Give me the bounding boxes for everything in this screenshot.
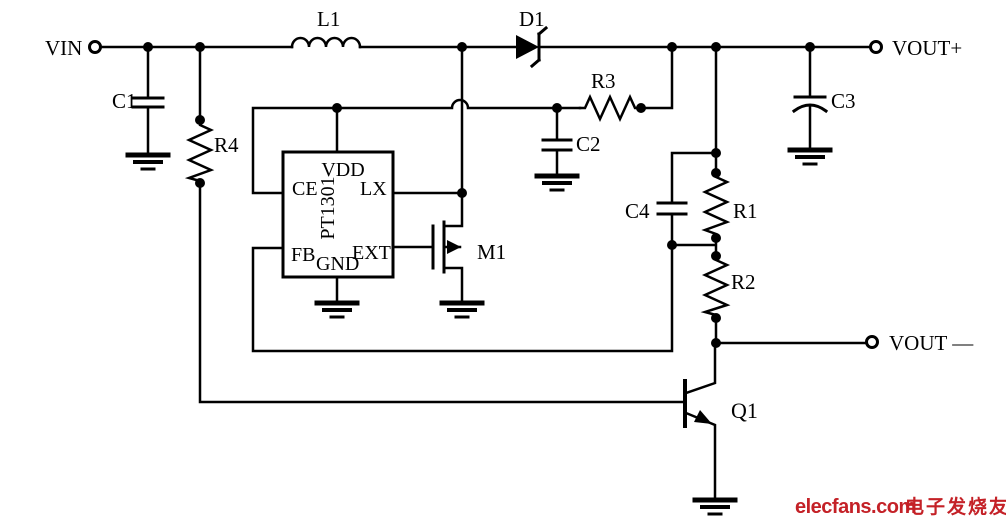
- wire-r4-branch: [198, 45, 685, 404]
- capacitor-plates: [656, 201, 688, 216]
- ic-part-number: PT1301: [317, 176, 339, 239]
- inductor-l1: [290, 36, 362, 49]
- label-r2: R2: [731, 270, 756, 294]
- watermark-brand: elecfans.com: [795, 496, 916, 518]
- label-c3: C3: [831, 89, 856, 113]
- ic-pin-label-lx: LX: [360, 178, 387, 200]
- label-c2: C2: [576, 132, 601, 156]
- resistor-zigzag: [184, 119, 215, 185]
- capacitor-plate-curved: [791, 103, 829, 114]
- mosfet-source: [442, 266, 464, 303]
- ground-c3: [787, 147, 833, 166]
- ic-pin-label-ce: CE: [292, 178, 318, 200]
- ic-pin-label-gnd: GND: [316, 253, 359, 275]
- wire-ce-vdd-rail: [251, 45, 674, 195]
- capacitor-c2: [541, 138, 573, 152]
- label-q1: Q1: [731, 398, 758, 423]
- label-c1: C1: [112, 89, 137, 113]
- vin-terminal: [88, 40, 102, 54]
- ground-ic: [314, 300, 360, 319]
- diode-cathode-bar: [529, 25, 549, 69]
- resistor-r1: [701, 171, 731, 240]
- capacitor-c1: [131, 96, 165, 109]
- junction-dots: [143, 42, 815, 348]
- ground-m1: [439, 300, 485, 319]
- ground-c2: [534, 173, 580, 192]
- transistor-emitter: [684, 411, 717, 500]
- vout-minus-terminal: [865, 335, 879, 349]
- label-vin: VIN: [45, 36, 82, 60]
- watermark-chinese: 电子发烧友: [905, 495, 1006, 518]
- label-d1: D1: [519, 7, 545, 31]
- watermark: elecfans.com 电子发烧友: [795, 495, 1006, 518]
- resistor-zigzag: [578, 93, 642, 123]
- capacitor-c3: [791, 95, 829, 114]
- transistor-emitter-arrow: [694, 410, 712, 424]
- ic-pt1301: VDD CE LX FB GND EXT PT1301: [281, 150, 395, 279]
- mosfet-drain: [442, 191, 464, 228]
- wire-fb-loop: [251, 243, 674, 353]
- ground-q1: [692, 497, 738, 516]
- ic-body: [281, 150, 395, 279]
- label-c4: C4: [625, 199, 650, 223]
- resistor-r3: [578, 93, 642, 123]
- mosfet-body-arrow: [447, 240, 461, 254]
- label-vout-plus: VOUT+: [892, 36, 962, 60]
- capacitor-c4: [656, 201, 688, 216]
- resistor-zigzag: [701, 171, 731, 240]
- vout-plus-terminal: [869, 40, 883, 54]
- inductor-coil: [290, 36, 362, 49]
- transistor-q1: [683, 341, 717, 500]
- label-m1: M1: [477, 240, 506, 264]
- diode-d1: [516, 25, 549, 69]
- resistor-r4: [184, 119, 215, 185]
- diode-anode-triangle: [516, 35, 539, 59]
- mosfet-m1: [391, 191, 464, 303]
- wire-lx-net: [388, 45, 464, 195]
- transistor-collector: [684, 341, 717, 395]
- capacitor-plates: [541, 138, 573, 152]
- label-l1: L1: [317, 7, 340, 31]
- ic-pin-label-fb: FB: [291, 244, 315, 266]
- labels: VIN VOUT+ VOUT — L1 D1 C1 R4 R3 C2 C3 C4…: [45, 7, 974, 423]
- ic-pin-label-ext: EXT: [352, 242, 391, 264]
- label-vout-minus: VOUT —: [889, 331, 974, 355]
- ground-symbols: [125, 147, 833, 516]
- capacitor-plates: [131, 96, 165, 109]
- resistor-zigzag: [700, 254, 731, 320]
- ground-c1: [125, 152, 171, 171]
- label-r3: R3: [591, 69, 616, 93]
- terminals: [88, 40, 883, 349]
- label-r4: R4: [214, 133, 239, 157]
- ic-pin-label-vdd: VDD: [321, 159, 364, 181]
- wire-divider-chain: [670, 45, 718, 345]
- resistor-r2: [700, 254, 731, 320]
- wire-net: [98, 45, 872, 404]
- label-r1: R1: [733, 199, 758, 223]
